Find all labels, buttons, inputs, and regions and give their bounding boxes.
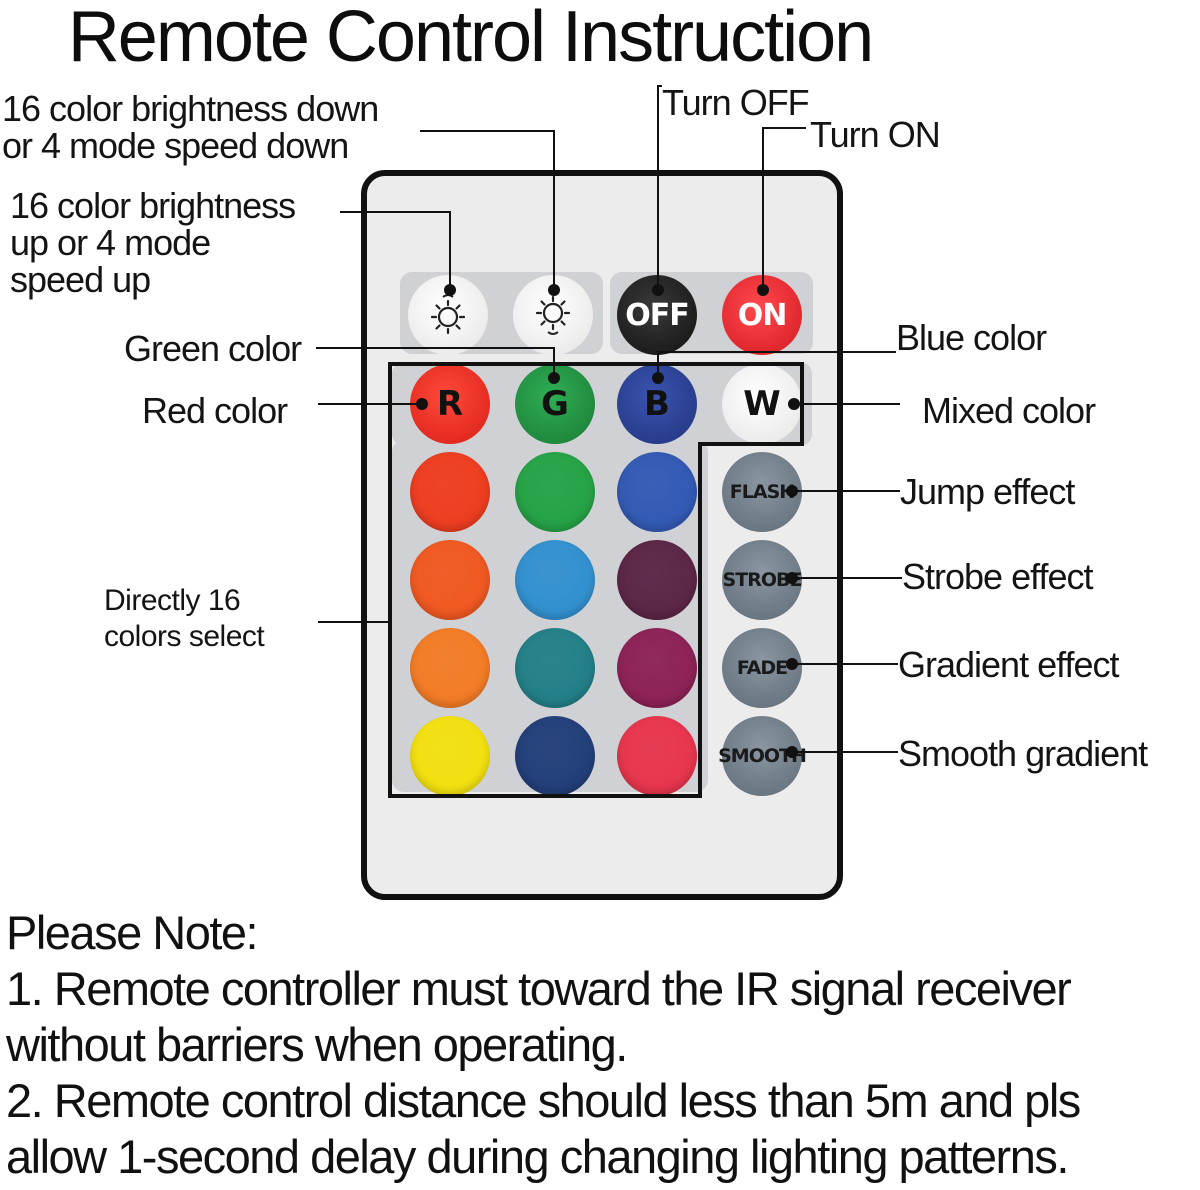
color-button[interactable] bbox=[617, 452, 697, 532]
dot-gradient bbox=[786, 658, 798, 670]
color-button[interactable] bbox=[410, 540, 490, 620]
leader-brightness-up bbox=[340, 211, 451, 290]
green-button-label: G bbox=[541, 384, 569, 424]
leader-turn-off bbox=[657, 85, 662, 290]
dot-jump bbox=[786, 485, 798, 497]
color-button[interactable] bbox=[515, 716, 595, 796]
label-smooth-gradient: Smooth gradient bbox=[898, 733, 1148, 774]
label-brightness-up: 16 color brightness up or 4 mode speed u… bbox=[10, 185, 296, 300]
color-button[interactable] bbox=[515, 540, 595, 620]
label-jump-effect: Jump effect bbox=[900, 471, 1075, 512]
color-section-outline bbox=[388, 362, 804, 798]
color-button[interactable] bbox=[617, 628, 697, 708]
label-red-color: Red color bbox=[142, 390, 288, 431]
smooth-button-label: SMOOTH bbox=[718, 745, 807, 767]
leader-brightness-down bbox=[420, 130, 555, 290]
color-button[interactable] bbox=[617, 540, 697, 620]
label-brightness-down: 16 color brightness down or 4 mode speed… bbox=[2, 88, 379, 166]
label-green-color: Green color bbox=[124, 328, 302, 369]
label-turn-off: Turn OFF bbox=[662, 82, 810, 123]
off-button-label: OFF bbox=[625, 297, 689, 333]
label-turn-on: Turn ON bbox=[810, 114, 941, 155]
dot-red bbox=[416, 398, 428, 410]
dot-green bbox=[548, 372, 560, 384]
label-mixed-color: Mixed color bbox=[922, 390, 1096, 431]
brightness-down-button[interactable] bbox=[513, 275, 593, 355]
blue-button-label: B bbox=[644, 384, 670, 424]
leader-green bbox=[316, 347, 555, 378]
fade-button-label: FADE bbox=[736, 657, 788, 679]
color-button[interactable] bbox=[410, 452, 490, 532]
label-blue-color: Blue color bbox=[896, 317, 1047, 358]
dot-brightness-up bbox=[444, 284, 456, 296]
red-button[interactable]: R bbox=[410, 364, 490, 444]
color-button[interactable] bbox=[410, 716, 490, 796]
dot-brightness-down bbox=[548, 284, 560, 296]
dot-blue bbox=[652, 372, 664, 384]
page-title: Remote Control Instruction bbox=[67, 0, 874, 77]
on-button[interactable]: ON bbox=[722, 275, 802, 355]
red-button-label: R bbox=[436, 384, 464, 424]
flash-button[interactable]: FLASH bbox=[722, 452, 802, 532]
label-direct-16-colors: Directly 16 colors select bbox=[104, 584, 265, 653]
label-strobe-effect: Strobe effect bbox=[902, 556, 1093, 597]
color-button[interactable] bbox=[515, 628, 595, 708]
sun-down-icon bbox=[535, 295, 571, 335]
leader-turn-on bbox=[762, 127, 806, 290]
dot-mixed bbox=[788, 398, 800, 410]
flash-button-label: FLASH bbox=[729, 481, 795, 503]
white-button[interactable]: W bbox=[722, 364, 802, 444]
dot-smooth bbox=[786, 746, 798, 758]
color-button[interactable] bbox=[410, 628, 490, 708]
white-button-label: W bbox=[743, 384, 781, 424]
color-button[interactable] bbox=[617, 716, 697, 796]
dot-on bbox=[757, 284, 769, 296]
color-button[interactable] bbox=[515, 452, 595, 532]
on-button-label: ON bbox=[737, 297, 788, 333]
leader-blue bbox=[657, 351, 896, 378]
dot-strobe bbox=[786, 572, 798, 584]
sun-up-icon bbox=[430, 294, 466, 335]
label-gradient-effect: Gradient effect bbox=[898, 644, 1119, 685]
dot-off bbox=[652, 284, 664, 296]
please-note: Please Note: 1. Remote controller must t… bbox=[6, 906, 1081, 1183]
strobe-button-label: STROBE bbox=[722, 569, 803, 591]
